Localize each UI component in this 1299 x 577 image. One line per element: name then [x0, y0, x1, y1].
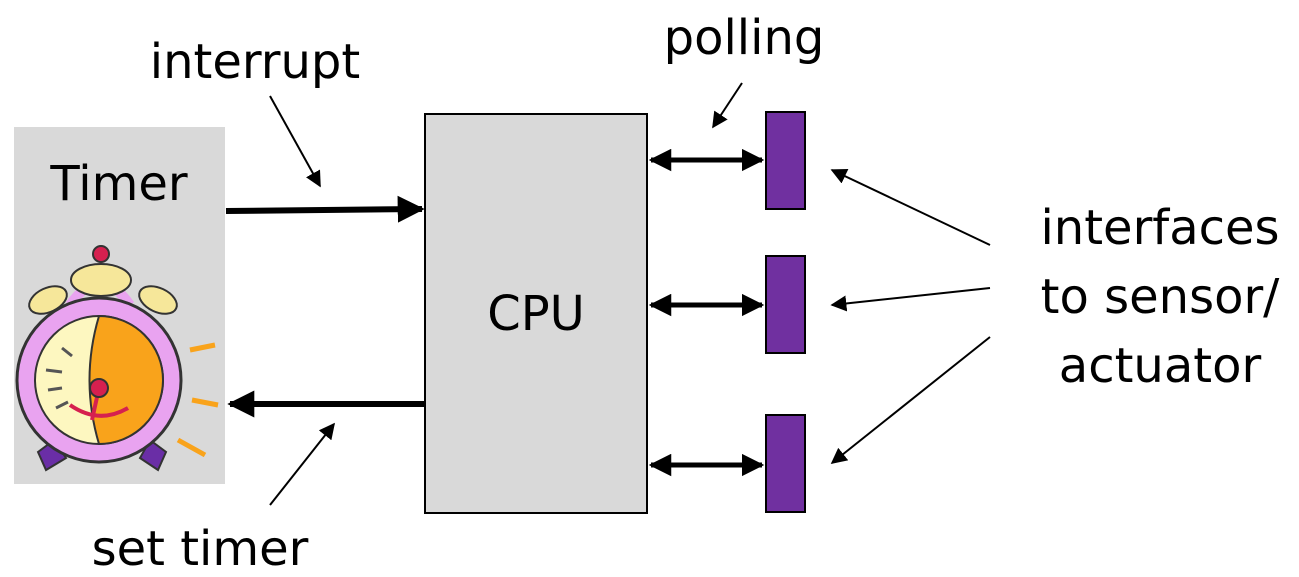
interface-block-top: [765, 111, 806, 210]
alarm-clock-icon: [15, 245, 219, 472]
timer-label: Timer: [49, 156, 187, 212]
polling-pointer: [712, 82, 743, 129]
interrupt-label: interrupt: [150, 34, 360, 90]
cpu-box: [424, 113, 648, 514]
interrupt-pointer: [269, 95, 321, 188]
set-timer-pointer: [269, 422, 335, 506]
polling-label: polling: [664, 10, 825, 66]
interrupt-arrow: [225, 195, 425, 223]
interfaces-pointer-bottom: [830, 336, 991, 464]
interfaces-pointer-top: [830, 168, 991, 246]
interface-block-bottom: [765, 414, 806, 513]
interfaces-pointer-middle: [830, 287, 991, 312]
cpu-label: CPU: [487, 286, 585, 342]
set-timer-label: set timer: [92, 521, 309, 577]
interface-block-middle: [765, 255, 806, 354]
interfaces-label-line2: to sensor/: [1041, 269, 1281, 325]
interfaces-label-line1: interfaces: [1040, 200, 1279, 256]
interfaces-label-line3: actuator: [1059, 338, 1262, 394]
